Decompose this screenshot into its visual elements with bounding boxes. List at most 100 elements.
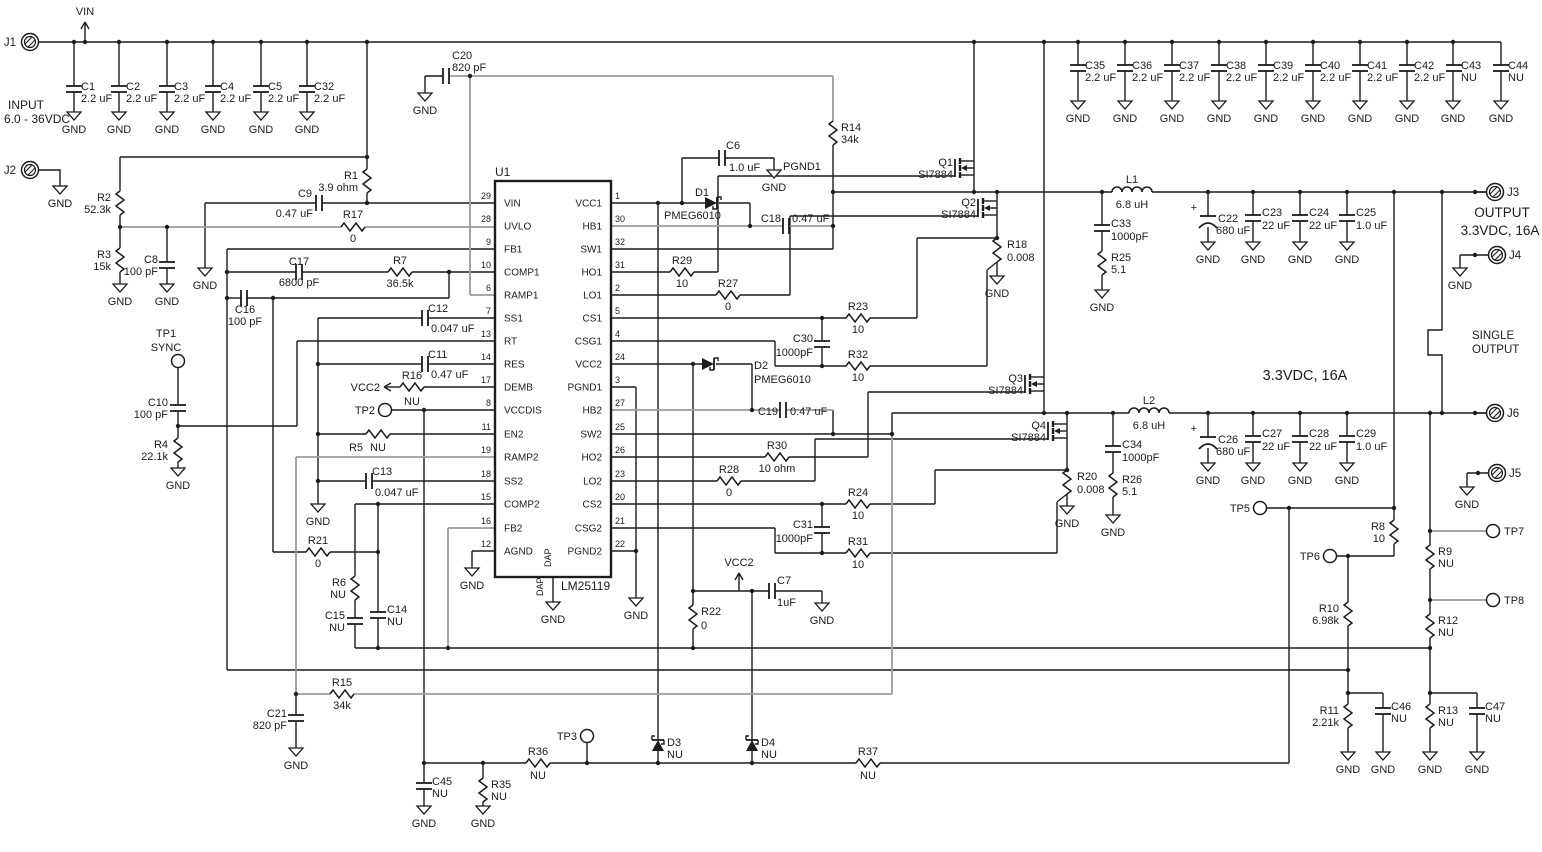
component-value: 0 <box>350 233 356 245</box>
pin-name: SS2 <box>504 477 523 488</box>
jack-J6 <box>1488 406 1502 420</box>
junction-dot <box>1041 410 1047 416</box>
component-ref: C9 <box>298 188 312 200</box>
component-value: 2.2 uF <box>1085 72 1116 84</box>
testpoint-label: TP2 <box>355 405 375 417</box>
jack-label: J5 <box>1509 468 1521 480</box>
resistor-zigzag <box>361 168 373 194</box>
diode-D4 <box>745 735 759 745</box>
gnd-label: GND <box>1301 113 1326 125</box>
component-ref: C13 <box>372 466 392 478</box>
resistor-zigzag <box>855 757 881 769</box>
pin-number: 2 <box>615 283 620 293</box>
pin-number: 22 <box>615 539 625 549</box>
resistor-zigzag <box>845 312 871 324</box>
resistor-zigzag <box>669 266 695 278</box>
pin-name: VIN <box>504 199 521 210</box>
junction-dot <box>270 295 276 301</box>
junction-dot <box>1041 39 1047 45</box>
component-value: NU <box>404 396 420 408</box>
component-ref: C15 <box>325 610 345 622</box>
junction-dot <box>421 407 427 413</box>
junction-dot <box>480 760 486 766</box>
pin-number: 13 <box>481 329 491 339</box>
component-value: NU <box>329 622 345 634</box>
junction-dot <box>1427 597 1433 603</box>
gnd-label: GND <box>1288 475 1313 487</box>
gnd-label: GND <box>1196 254 1221 266</box>
component-value: 820 pF <box>452 62 487 74</box>
gnd-label: GND <box>155 296 180 308</box>
component-value: NU <box>330 589 346 601</box>
component-value: 2.2 uF <box>1179 72 1210 84</box>
resistor-zigzag <box>991 237 1003 263</box>
gnd-symbol <box>204 111 222 121</box>
component-value: 10 <box>852 559 864 571</box>
diode-D3 <box>652 740 664 751</box>
gnd-label: GND <box>1448 280 1473 292</box>
junction-dot <box>819 550 825 556</box>
capacitor-C22 <box>1198 222 1218 229</box>
mosfet-Q3 <box>1031 381 1037 387</box>
gnd-symbol <box>1304 100 1322 110</box>
gnd-symbol <box>1244 462 1262 472</box>
pin-name: VCC2 <box>575 360 602 371</box>
component-ref: C35 <box>1085 60 1105 72</box>
component-ref: R32 <box>848 349 868 361</box>
junction-dot <box>421 760 427 766</box>
testpoint-label: TP6 <box>1300 551 1320 563</box>
component-ref: R13 <box>1438 705 1458 717</box>
gnd-label: GND <box>166 480 191 492</box>
component-value: 0.47 uF <box>792 213 830 225</box>
resistor-zigzag <box>1388 519 1400 545</box>
component-value: NU <box>1438 558 1454 570</box>
gnd-label: GND <box>1348 113 1373 125</box>
wire <box>84 21 90 30</box>
gnd-label: GND <box>413 105 438 117</box>
component-ref: Q1 <box>938 157 953 169</box>
gnd-symbol <box>1116 100 1134 110</box>
jack-J4 <box>1491 249 1503 261</box>
component-value: 22.1k <box>141 451 168 463</box>
component-ref: R26 <box>1122 474 1142 486</box>
pin-number: 24 <box>615 352 625 362</box>
component-value: 2.2 uF <box>126 93 157 105</box>
diode-D3 <box>651 735 665 745</box>
gnd-label: GND <box>1418 764 1443 776</box>
wire <box>986 261 998 271</box>
gnd-label: GND <box>1113 113 1138 125</box>
pin-number: 31 <box>615 260 625 270</box>
testpoint-label: TP3 <box>557 731 577 743</box>
pin-number: 9 <box>486 237 491 247</box>
jack-J5 <box>1490 466 1504 480</box>
component-ref: L1 <box>1126 174 1138 186</box>
component-value: 820 pF <box>253 720 288 732</box>
gnd-label: GND <box>1335 254 1360 266</box>
pin-number: 32 <box>615 237 625 247</box>
resistor-zigzag <box>715 289 741 301</box>
gnd-label: GND <box>1207 113 1232 125</box>
component-ref: C39 <box>1273 60 1293 72</box>
junction-dot <box>1122 39 1128 45</box>
component-value: 10 <box>852 324 864 336</box>
jack-label: J1 <box>4 37 16 49</box>
junction-dot <box>690 588 696 594</box>
gnd-symbol <box>474 805 492 815</box>
resistor-zigzag <box>716 475 742 487</box>
component-value: 0.47 uF <box>431 369 469 381</box>
component-ref: R17 <box>343 209 363 221</box>
gnd-symbol <box>627 597 645 607</box>
gnd-symbol <box>988 275 1006 285</box>
resistor-zigzag <box>1424 703 1436 729</box>
gnd-label: GND <box>1160 113 1185 125</box>
component-value: 2.2 uF <box>1367 72 1398 84</box>
gnd-label: GND <box>412 818 437 830</box>
junction-dot <box>1344 189 1350 195</box>
junction-dot <box>1345 690 1351 696</box>
jack-J5 <box>1491 467 1503 479</box>
component-value: 6.8 uH <box>1116 199 1148 211</box>
jack-J1 <box>23 35 37 49</box>
mosfet-Q4 <box>1054 428 1060 434</box>
component-ref: R14 <box>841 122 861 134</box>
component-ref: R12 <box>1438 615 1458 627</box>
